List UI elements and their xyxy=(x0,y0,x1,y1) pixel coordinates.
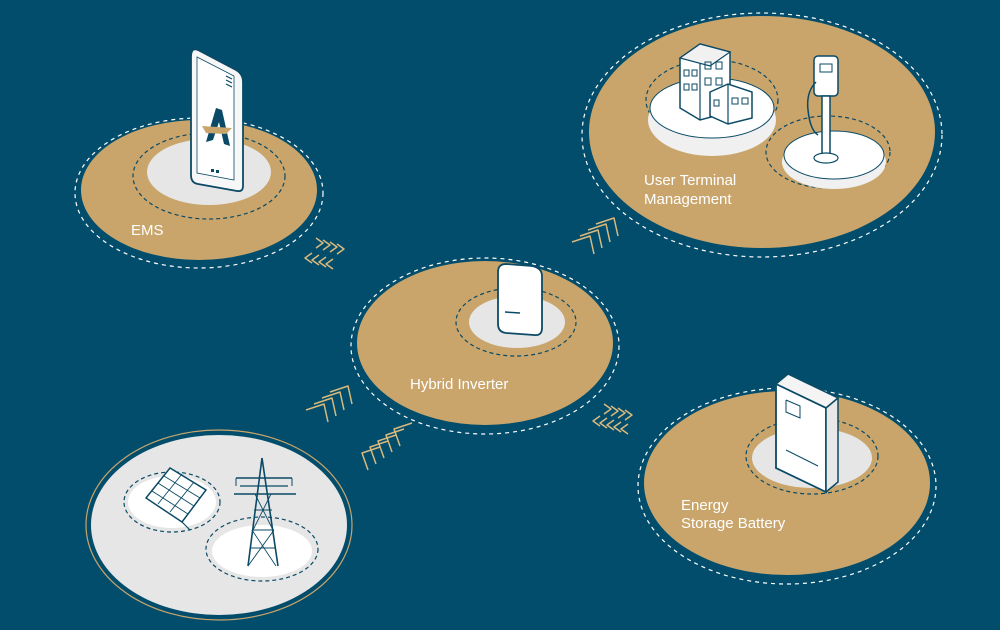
solar-panel-icon xyxy=(144,467,208,531)
arrow-storage-to-inverter xyxy=(592,415,629,435)
arrow-inverter-to-sources xyxy=(361,422,413,471)
energy-storage-label-line1: Energy xyxy=(681,497,729,514)
battery-cabinet-icon xyxy=(774,373,840,494)
arrow-ems-to-inverter xyxy=(315,237,345,255)
smartphone-app-icon xyxy=(190,48,244,193)
ems-label: EMS xyxy=(131,222,164,239)
energy-sources-node xyxy=(85,429,353,621)
ems-node xyxy=(74,48,324,269)
energy-storage-node xyxy=(637,373,937,585)
hybrid-inverter-label: Hybrid Inverter xyxy=(410,376,509,393)
ev-charger-icon xyxy=(806,55,839,164)
hybrid-inverter-node xyxy=(350,257,620,435)
user-terminal-label-line2: Management xyxy=(644,191,732,208)
transmission-tower-icon xyxy=(234,457,296,567)
energy-storage-label-line2: Storage Battery xyxy=(681,515,786,532)
inverter-icon xyxy=(497,263,543,337)
arrow-inverter-to-storage xyxy=(603,403,633,421)
user-terminal-label-line1: User Terminal xyxy=(644,172,737,189)
buildings-icon xyxy=(678,43,753,125)
arrow-inverter-to-user-terminal xyxy=(571,217,619,255)
arrow-sources-to-inverter xyxy=(305,385,353,423)
user-terminal-node xyxy=(581,12,943,258)
arrow-inverter-to-ems xyxy=(304,252,334,270)
